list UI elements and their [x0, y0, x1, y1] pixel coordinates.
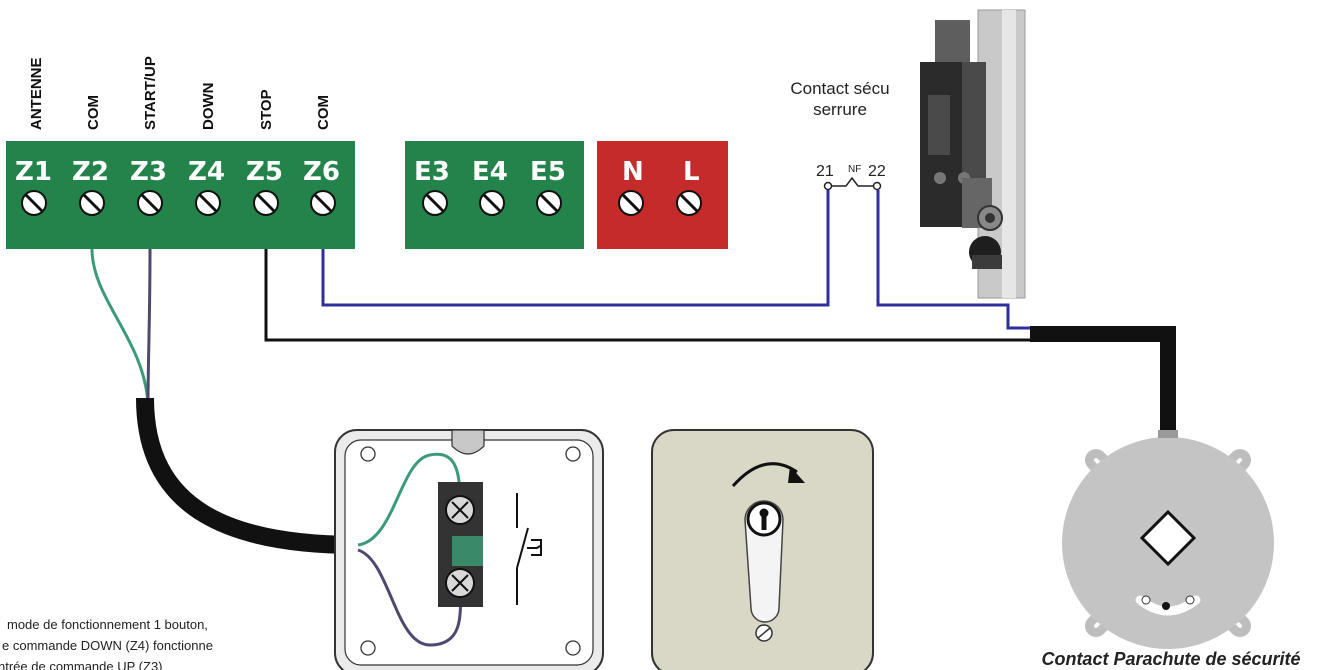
mount-hole-icon [360, 446, 376, 462]
note-line3: ntrée de commande UP (Z3) [0, 659, 163, 670]
screw-l-icon [676, 190, 702, 216]
wire-purple-z3 [146, 248, 152, 406]
terminal-e4-label: E4 [472, 157, 508, 187]
terminal-l-label: L [683, 157, 700, 187]
key-switch-box [334, 429, 604, 670]
terminal-z2-label: Z2 [72, 157, 109, 187]
lock-device-icon [920, 9, 1026, 299]
screw-z1-icon [21, 190, 47, 216]
wire-blue-z6 [321, 190, 830, 307]
contact-screw-icon [445, 495, 475, 525]
note-line2: e commande DOWN (Z4) fonctionne [2, 638, 213, 653]
screw-e3-icon [422, 190, 448, 216]
diamond-icon [1139, 509, 1197, 567]
terminal-e5-label: E5 [530, 157, 566, 187]
plate-screw-icon [755, 624, 773, 642]
terminal-z4-label: Z4 [188, 157, 225, 187]
wire-black-z5 [264, 249, 1030, 342]
terminal-block-z: Z1 Z2 Z3 Z4 Z5 Z6 [6, 141, 355, 249]
lock-contact-label-line1: Contact sécu [790, 79, 889, 98]
terminal-e3-label: E3 [414, 157, 450, 187]
pin-type-label: NF [848, 164, 861, 175]
mount-hole-icon [565, 446, 581, 462]
switch-cable [136, 397, 359, 554]
label-com-z6: COM [315, 95, 332, 130]
screw-z5-icon [253, 190, 279, 216]
screw-e5-icon [536, 190, 562, 216]
key-switch-front [651, 429, 874, 670]
screw-n-icon [618, 190, 644, 216]
lock-contact-label-line2: serrure [813, 100, 867, 119]
screw-z3-icon [137, 190, 163, 216]
safety-cable [1030, 326, 1176, 432]
terminal-n-label: N [622, 157, 644, 187]
function-labels: ANTENNE COM START/UP DOWN STOP COM [28, 56, 332, 130]
terminal-block-power: N L [597, 141, 728, 249]
safety-parachute-contact [1062, 430, 1274, 649]
wire-green-z2 [90, 248, 150, 406]
pin-22-label: 22 [868, 163, 886, 180]
label-antenne: ANTENNE [28, 57, 45, 130]
note-line1: mode de fonctionnement 1 bouton, [7, 617, 208, 632]
wire-blue-pin22 [876, 190, 1030, 330]
label-start-up: START/UP [142, 56, 159, 130]
label-down: DOWN [200, 83, 217, 131]
switch-symbol-icon [516, 493, 542, 605]
terminal-block-power-body [597, 141, 728, 249]
label-stop: STOP [258, 89, 275, 130]
label-com-z2: COM [85, 95, 102, 130]
safety-contact-label: Contact Parachute de sécurité [1041, 649, 1300, 669]
note-text: mode de fonctionnement 1 bouton, e comma… [0, 617, 213, 670]
screw-z6-icon [310, 190, 336, 216]
mount-hole-icon [360, 640, 376, 656]
terminal-z5-label: Z5 [246, 157, 283, 187]
mount-hole-icon [565, 640, 581, 656]
screw-e4-icon [479, 190, 505, 216]
screw-z2-icon [79, 190, 105, 216]
contact-screw-icon [445, 568, 475, 598]
terminal-z3-label: Z3 [130, 157, 167, 187]
terminal-block-e: E3 E4 E5 [405, 141, 584, 249]
terminal-z6-label: Z6 [303, 157, 340, 187]
terminal-z1-label: Z1 [15, 157, 52, 187]
terminal-block-z-body [6, 141, 355, 249]
wires [90, 190, 1176, 554]
nf-switch-symbol: 21 NF 22 [816, 163, 886, 191]
screw-z4-icon [195, 190, 221, 216]
pin-21-label: 21 [816, 163, 834, 180]
